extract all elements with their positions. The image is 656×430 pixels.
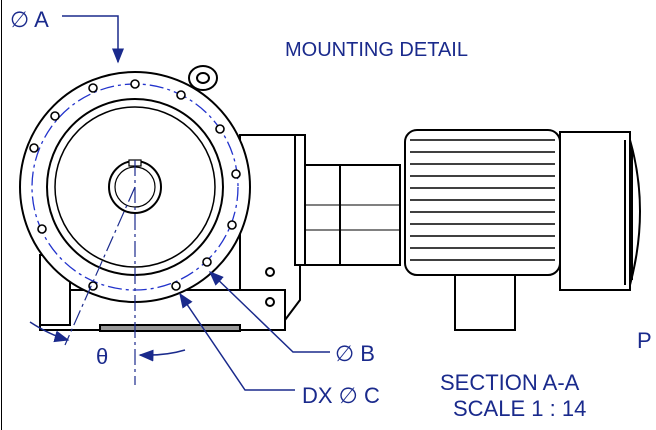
bolt-hole [88,83,98,93]
dimension-leaders [29,15,330,391]
bolt-hole [176,90,186,100]
dimension-c-label: DX ∅ C [302,383,380,408]
drawing-title: MOUNTING DETAIL [285,39,468,61]
angle-label: θ [96,344,109,369]
bolt-hole [202,257,212,267]
bolt-hole [130,79,140,89]
bolt-hole [29,143,39,153]
motor-foot [454,274,516,331]
bolt-hole [227,220,237,230]
adapter-body [304,164,401,266]
fan-cover [559,131,631,291]
cooling-fins [410,139,555,261]
lifting-eye [188,65,218,91]
cut-letter-label: P [637,328,652,353]
center-lines [64,160,136,385]
section-label: SECTION A-A [440,370,580,395]
motor-assembly [239,129,641,331]
bolt-hole [50,111,60,121]
dimension-a-label: ∅ A [10,7,49,32]
bolt-hole [37,224,47,234]
dimension-b-label: ∅ B [335,341,375,366]
bolt-holes [29,79,241,291]
scale-label: SCALE 1 : 14 [453,396,587,421]
bolt-hole [231,169,241,179]
left-border-line [1,0,2,430]
gearbox-flange [294,134,306,266]
bolt-hole [171,281,181,291]
bolt-hole [215,124,225,134]
